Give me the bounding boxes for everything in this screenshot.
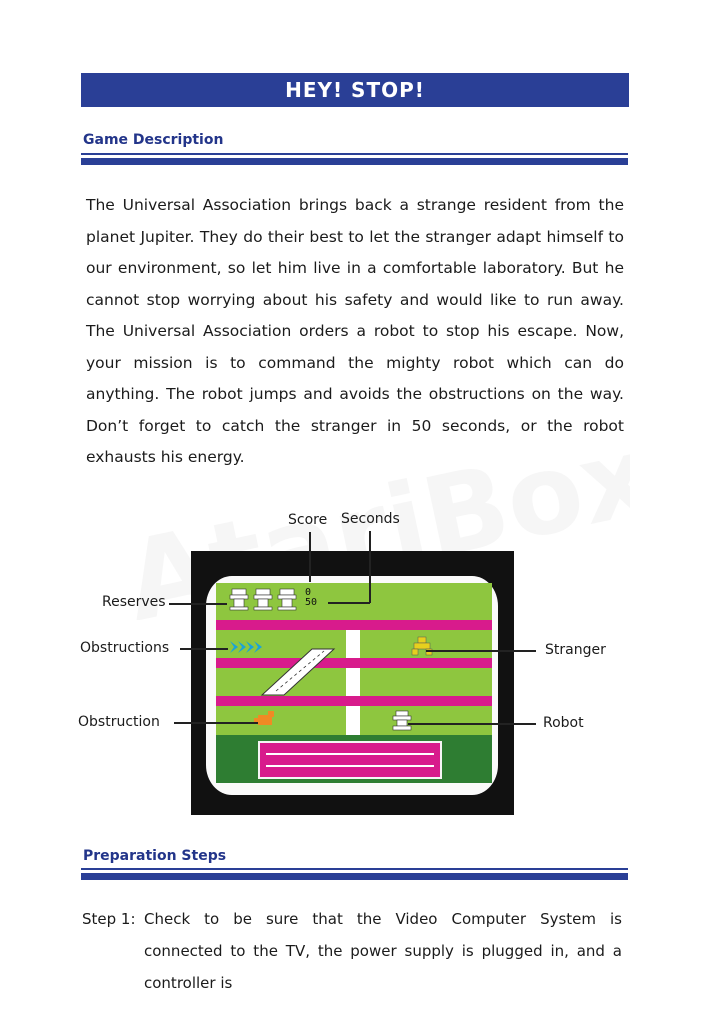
stranger-icon [411, 636, 433, 656]
floor-stripe [216, 696, 492, 706]
leader-line-obstructions [180, 648, 228, 650]
elevator-shaft [346, 668, 360, 696]
seconds-value: 50 [305, 597, 318, 608]
leader-line-robot [408, 723, 536, 725]
title-banner: HEY! STOP! [81, 73, 629, 107]
section-heading-preparation-steps: Preparation Steps [83, 848, 227, 864]
description-paragraph: The Universal Association brings back a … [86, 196, 624, 466]
label-seconds: Seconds [341, 511, 400, 527]
step-number: Step 1: [82, 910, 136, 928]
robot-icon [392, 710, 412, 731]
leader-line-seconds [328, 602, 370, 604]
step-text: Check to be sure that the Video Computer… [144, 910, 622, 992]
label-obstruction: Obstruction [78, 714, 160, 730]
floor-stripe [216, 658, 492, 668]
section-rule [81, 868, 628, 882]
elevator-shaft [346, 706, 360, 735]
obstruction-arrows-icon [230, 641, 262, 653]
ramp-icon [260, 648, 336, 696]
obstruction-icon [254, 711, 274, 725]
game-sprites [229, 588, 433, 731]
leader-line-obstruction [174, 722, 258, 724]
score-value: 0 [305, 587, 312, 598]
leader-line-reserves [169, 603, 227, 605]
elevator-shaft [346, 630, 360, 658]
label-reserves: Reserves [102, 594, 166, 610]
leader-line-seconds [369, 531, 371, 603]
label-score: Score [288, 512, 328, 528]
reserve-robots-icon [229, 588, 297, 611]
label-obstructions: Obstructions [80, 640, 170, 656]
minimap [258, 741, 442, 779]
section-rule [81, 153, 628, 167]
leader-line-stranger [426, 650, 536, 652]
leader-line-score [309, 532, 311, 582]
page-title: HEY! STOP! [285, 78, 425, 102]
label-stranger: Stranger [545, 642, 606, 658]
score-readout: 0 50 [305, 588, 317, 608]
label-robot: Robot [543, 715, 584, 731]
section-heading-game-description: Game Description [83, 132, 224, 148]
floor-stripe [216, 620, 492, 630]
